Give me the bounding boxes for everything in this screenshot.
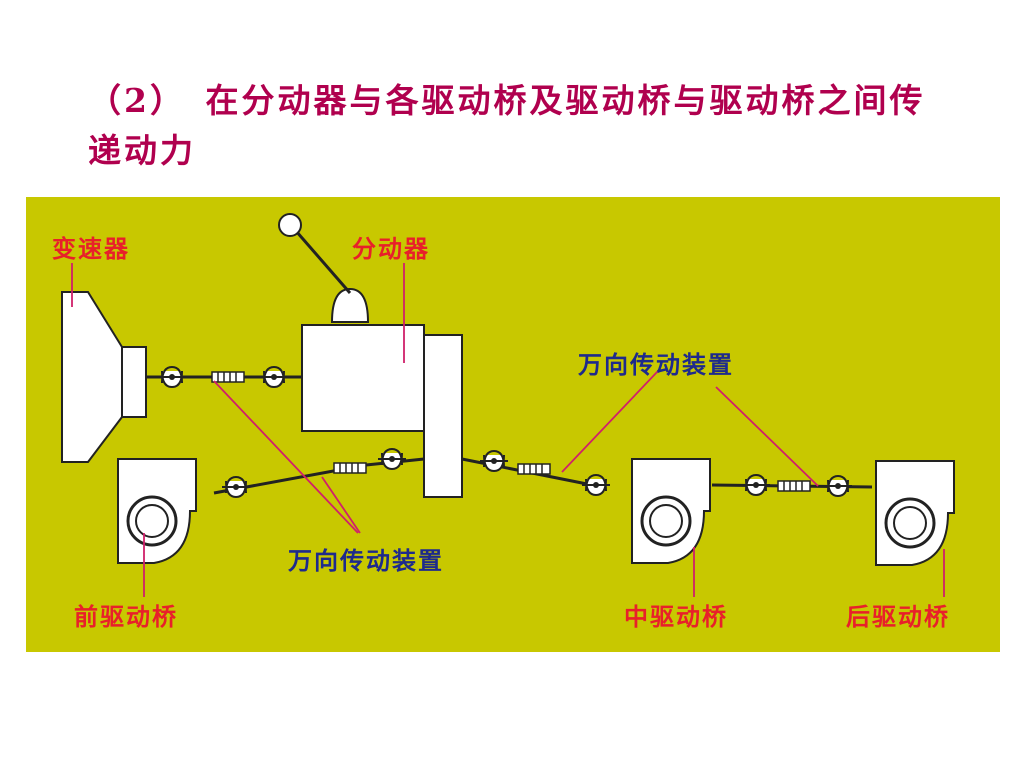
label-transfer-case: 分动器 <box>352 235 430 263</box>
front-axle-shape <box>116 457 198 565</box>
rear-axle-shape <box>874 459 956 567</box>
leader-lines <box>71 263 945 597</box>
label-middle-axle: 中驱动桥 <box>624 603 728 631</box>
label-universal-joint-lower: 万向传动装置 <box>288 547 444 575</box>
drivetrain-diagram: 变速器 分动器 万向传动装置 万向传动装置 前驱动桥 中驱动桥 后驱动桥 <box>26 197 1000 652</box>
label-universal-joint-upper: 万向传动装置 <box>578 351 734 379</box>
label-rear-axle: 后驱动桥 <box>846 603 950 631</box>
transmission-shape <box>61 291 147 463</box>
label-transmission: 变速器 <box>52 235 130 263</box>
propeller-shafts <box>146 375 873 495</box>
slide-title: （2） 在分动器与各驱动桥及驱动桥与驱动桥之间传递动力 <box>88 81 926 170</box>
label-front-axle: 前驱动桥 <box>74 603 178 631</box>
middle-axle-shape <box>630 457 712 565</box>
drivetrain-drawing <box>61 213 956 597</box>
